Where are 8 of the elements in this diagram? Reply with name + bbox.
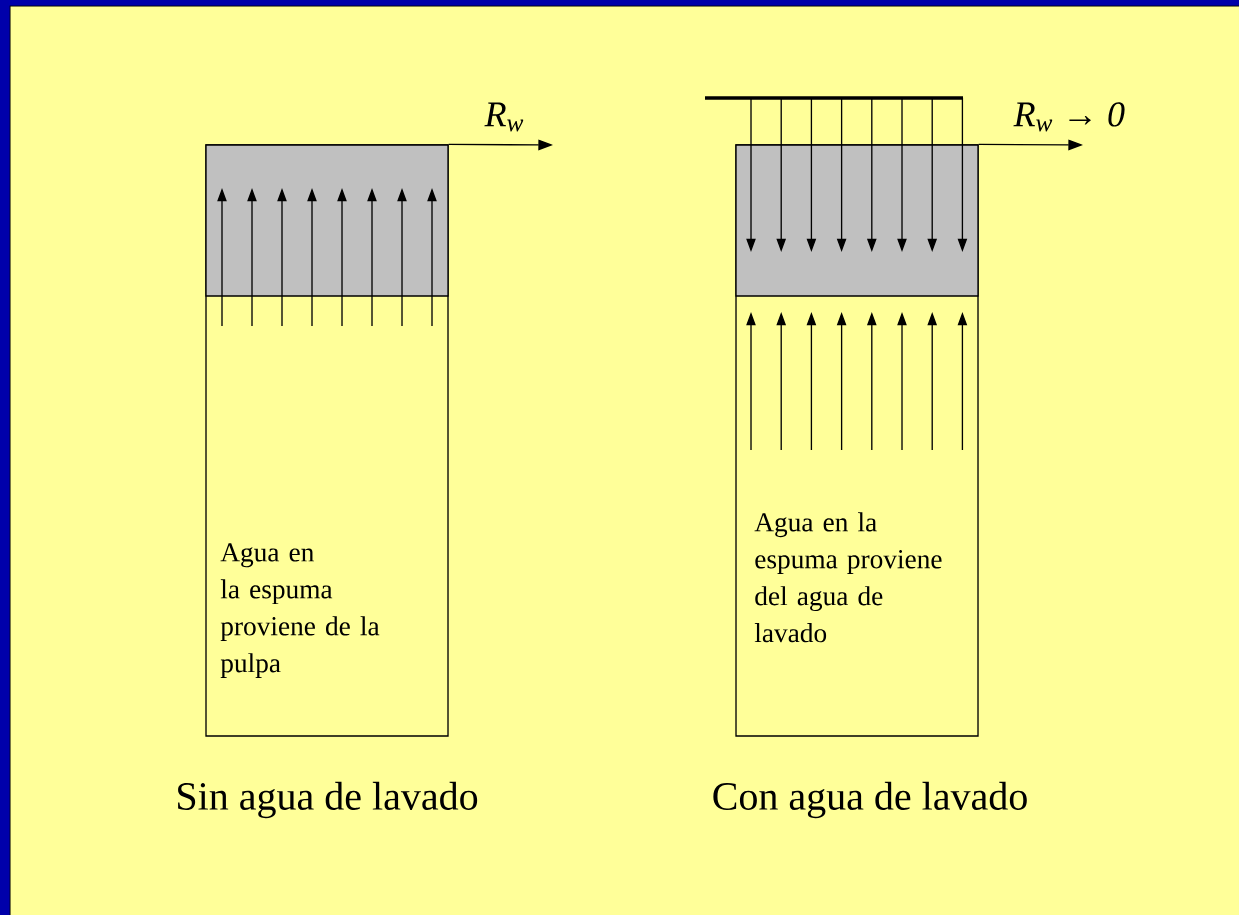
column-text: Agua en la espuma proviene de la pulpa	[220, 543, 380, 678]
edge-label: R$_{w}$ → 0	[1012, 100, 1127, 133]
froth-zone	[205, 144, 449, 297]
node-label: Sin agua de lavado	[178, 781, 478, 819]
edge-label: R$_{w}$	[483, 101, 526, 133]
froth-zone	[735, 144, 979, 297]
column-text: Agua en la espuma proviene del agua de lavado	[754, 512, 942, 643]
node-label: Con agua de lavado	[713, 781, 1027, 819]
